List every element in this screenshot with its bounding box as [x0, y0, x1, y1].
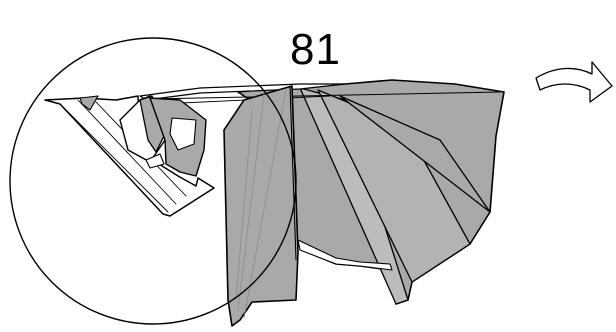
step-number-label: 81	[290, 26, 341, 74]
curved-turn-over-arrow-icon	[536, 62, 612, 102]
